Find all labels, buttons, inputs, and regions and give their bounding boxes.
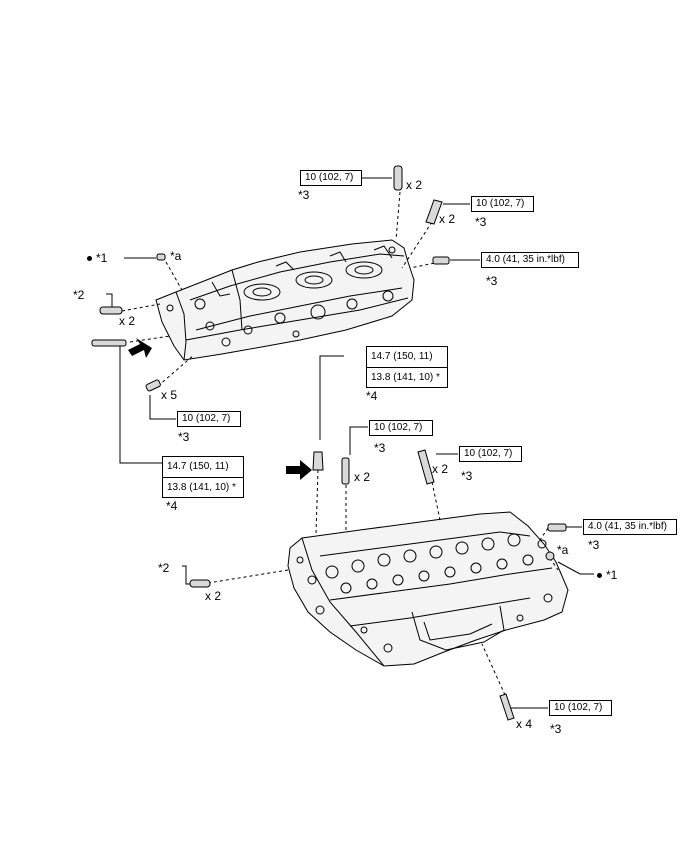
torque-box-plug-upper: 4.0 (41, 35 in.*lbf): [481, 252, 579, 268]
dashed-leader-lines: [121, 191, 559, 696]
arrow-upper: [128, 338, 152, 358]
torque-bolt-upper-b: 13.8 (141, 10) *: [163, 477, 243, 498]
plug-lower: [547, 523, 567, 532]
ring-pin-lower: [545, 551, 555, 561]
ring-pin-upper: [156, 253, 166, 261]
gasket-pin-lower: [189, 579, 211, 588]
lower-cylinder-head: [287, 511, 569, 667]
torque-box-stud-upper-top: 10 (102, 7): [300, 170, 362, 186]
torque-box-bolt-lower: 14.7 (150, 11) 13.8 (141, 10) *: [366, 346, 448, 388]
torque-box-bolt-upper: 14.7 (150, 11) 13.8 (141, 10) *: [162, 456, 244, 498]
torque-box-stud-lower-bottom: 10 (102, 7): [549, 700, 612, 716]
callout-bolt-lower: *4: [366, 389, 378, 403]
torque-box-stud-upper-x5: 10 (102, 7): [177, 411, 241, 427]
stud-bolt-upper-right: [425, 199, 443, 225]
callout-stud-upper-right: *3: [475, 215, 487, 229]
callout-non-reusable-lower: *1: [606, 568, 618, 582]
callout-gasket-lower: *2: [158, 561, 170, 575]
callout-non-reusable-upper: *1: [96, 251, 108, 265]
torque-box-stud-lower-center: 10 (102, 7): [369, 420, 433, 436]
stud-bolt-upper-top: [393, 165, 403, 191]
torque-bolt-lower-a: 14.7 (150, 11): [371, 351, 433, 362]
qty-stud-upper-x5: x 5: [161, 388, 178, 402]
non-reusable-dot-upper: [87, 256, 92, 261]
callout-gasket-upper: *2: [73, 288, 85, 302]
callout-stud-upper-top: *3: [298, 188, 310, 202]
bolt-upper: [91, 339, 127, 347]
qty-stud-lower-right: x 2: [432, 462, 449, 476]
callout-stud-lower-right: *3: [461, 469, 473, 483]
qty-stud-upper-top: x 2: [406, 178, 423, 192]
stud-bolt-lower-bottom: [499, 693, 515, 721]
stud-bolt-lower-right: [417, 449, 435, 485]
callout-stud-plug-upper: *3: [486, 274, 498, 288]
plug-upper: [432, 256, 450, 265]
callout-leaders: [106, 177, 594, 709]
callout-bolt-upper: *4: [166, 499, 178, 513]
callout-stud-upper-x5: *3: [178, 430, 190, 444]
non-reusable-dot-lower: [597, 573, 602, 578]
stud-bolt-upper-x5: [145, 379, 161, 392]
bolt-lower: [312, 451, 324, 471]
qty-stud-upper-right: x 2: [439, 212, 456, 226]
qty-stud-lower-bottom: x 4: [516, 717, 533, 731]
qty-gasket-upper: x 2: [119, 314, 136, 328]
stud-bolt-lower-center: [341, 457, 350, 485]
torque-bolt-lower-b: 13.8 (141, 10) *: [367, 367, 447, 388]
callout-note-a-upper: *a: [170, 249, 182, 263]
torque-box-stud-upper-right: 10 (102, 7): [471, 196, 534, 212]
callout-stud-plug-lower: *3: [588, 538, 600, 552]
torque-bolt-upper-a: 14.7 (150, 11): [167, 461, 229, 472]
callout-stud-lower-bottom: *3: [550, 722, 562, 736]
upper-cylinder-head: [155, 239, 415, 361]
callout-stud-lower-center: *3: [374, 441, 386, 455]
qty-stud-lower-center: x 2: [354, 470, 371, 484]
callout-note-a-lower: *a: [557, 543, 569, 557]
torque-box-stud-lower-right: 10 (102, 7): [459, 446, 522, 462]
qty-gasket-lower: x 2: [205, 589, 222, 603]
gasket-pin-upper: [99, 306, 123, 315]
arrow-lower: [286, 460, 312, 480]
torque-box-plug-lower: 4.0 (41, 35 in.*lbf): [583, 519, 677, 535]
